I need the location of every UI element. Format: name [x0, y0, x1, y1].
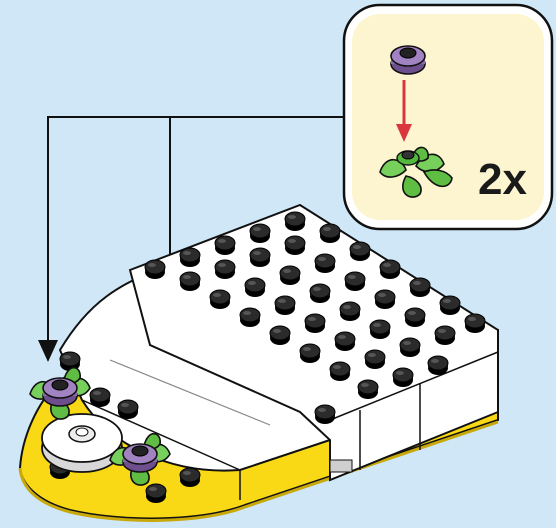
callout-red-arrow [396, 80, 412, 142]
callout-round-plate-purple [390, 45, 426, 75]
quantity-label: 2x [478, 155, 527, 204]
round-white-plate [41, 413, 123, 473]
callout-leaf-plate-green [379, 146, 453, 198]
